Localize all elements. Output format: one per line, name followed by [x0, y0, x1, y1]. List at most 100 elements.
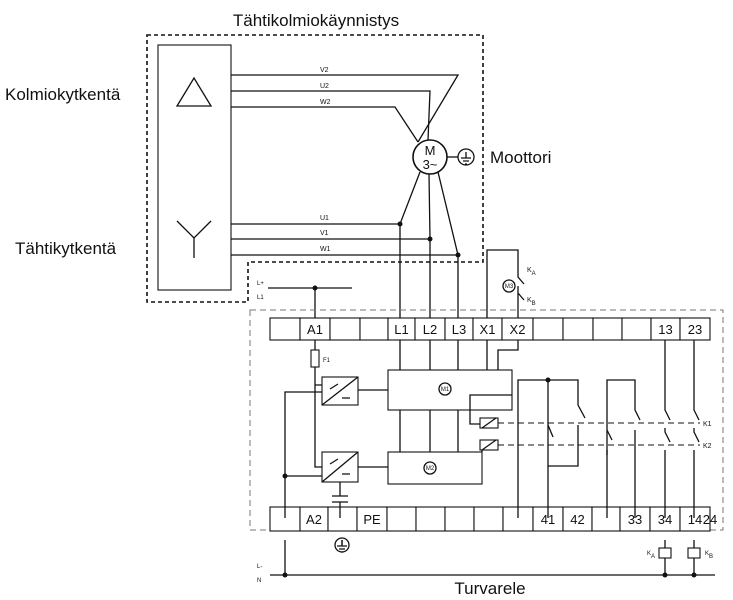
bottom-terminal-blank-5	[415, 506, 446, 532]
bottom-terminal-A2	[299, 506, 329, 532]
ka-kb-contacts	[517, 268, 525, 306]
fuse-f1	[310, 349, 320, 368]
kb-label: KB	[527, 297, 536, 307]
bottom-terminal-blank-7	[473, 506, 504, 532]
coil-kb	[687, 547, 701, 559]
bottom-terminal-blank-6	[444, 506, 475, 532]
supply-n-label: N	[257, 578, 261, 584]
coil-k1-slash	[481, 417, 497, 429]
star-connection-label: Tähtikytkentä	[15, 239, 117, 258]
junction-n-ka	[662, 572, 668, 578]
pe-capacitor	[332, 482, 348, 518]
x-internal-lines	[486, 340, 519, 370]
top-terminal-blank-3	[359, 317, 389, 341]
wire-w2	[231, 106, 419, 143]
a2-return	[284, 391, 322, 518]
motor-label: Moottori	[490, 148, 551, 167]
contacts-33-34	[606, 379, 641, 518]
bottom-terminal-blank-2	[327, 506, 358, 532]
converter-wiring	[314, 384, 388, 468]
star-symbol	[176, 220, 212, 258]
junction-a2	[282, 473, 288, 479]
pe-earth-icon-lines	[337, 540, 347, 553]
bottom-terminal-blank-11	[591, 506, 621, 532]
wire-v1-label: V1	[320, 230, 329, 237]
top-terminal-blank-10	[562, 317, 594, 341]
top-terminal-label-L2: L2	[423, 322, 437, 337]
motor-enclosure	[146, 34, 484, 303]
coil-ka	[658, 547, 672, 559]
contacts-23-24	[693, 340, 700, 518]
top-terminal-blank-12	[621, 317, 652, 341]
logic-block-m2	[387, 451, 483, 485]
relay-enclosure	[249, 309, 724, 531]
bottom-terminal-label-14: 14	[688, 512, 702, 527]
feedback-loop	[486, 249, 519, 318]
top-terminal-blank-2	[329, 317, 361, 341]
top-terminal-label-13: 13	[658, 322, 672, 337]
top-terminal-blank-0	[269, 317, 301, 341]
bottom-terminal-label-33: 33	[628, 512, 642, 527]
top-terminal-blank-9	[532, 317, 564, 341]
top-terminal-label-X2: X2	[510, 322, 526, 337]
bottom-terminal-14	[679, 506, 711, 532]
bottom-terminal-label-A2: A2	[306, 512, 322, 527]
top-terminal-label-L1: L1	[394, 322, 408, 337]
wire-w1	[231, 171, 459, 256]
top-terminal-label-A1: A1	[307, 322, 323, 337]
ka-label: KA	[527, 267, 536, 277]
delta-connection-label: Kolmiokytkentä	[5, 85, 121, 104]
contacts-13-14	[664, 340, 671, 518]
wire-u1-label: U1	[320, 215, 329, 222]
top-terminal-blank-11	[592, 317, 623, 341]
k1-label: K1	[703, 421, 712, 428]
safety-relay-label: Turvarele	[454, 579, 525, 598]
wire-w2-label: W2	[320, 99, 331, 106]
bottom-terminal-label-34: 34	[658, 512, 672, 527]
earth-icon	[457, 148, 475, 166]
earth-icon-lines	[461, 152, 471, 165]
converter-bottom-symbol	[321, 451, 359, 483]
top-terminal-label-L3: L3	[452, 322, 466, 337]
bottom-terminal-label-24: 24	[703, 512, 717, 527]
bottom-terminal-label-PE: PE	[363, 512, 381, 527]
wire-w1-label: W1	[320, 246, 331, 253]
m3-coil	[502, 279, 516, 293]
m1-symbol	[438, 382, 452, 396]
bottom-terminal-label-41: 41	[541, 512, 555, 527]
top-terminal-label-23: 23	[688, 322, 702, 337]
motor-symbol-m: M	[425, 143, 436, 158]
supply-l1-label: L1	[257, 295, 264, 301]
fuse-f1-label: F1	[323, 358, 331, 364]
wire-u2	[231, 90, 431, 141]
converter-top-symbol	[321, 376, 359, 406]
delta-symbol	[175, 76, 213, 107]
junction-41-42	[545, 377, 551, 383]
motor-symbol-phase: 3~	[423, 157, 438, 172]
coil-ka-label: KA	[647, 551, 655, 560]
m2-symbol	[423, 461, 437, 475]
mechanical-linkage	[498, 422, 700, 446]
contacts-41-42	[517, 379, 586, 518]
logic-block-m1	[387, 369, 513, 411]
motor-feed-lines	[399, 224, 459, 318]
bottom-terminal-42	[562, 506, 593, 532]
bottom-terminal-blank-4	[386, 506, 417, 532]
contact-41-nc	[547, 424, 554, 438]
wire-v2	[231, 74, 460, 143]
top-terminal-label-X1: X1	[480, 322, 496, 337]
output-leads	[664, 540, 695, 575]
m1-label: M1	[441, 387, 450, 393]
m3-label: M3	[505, 284, 514, 290]
contact-33-extra	[606, 429, 613, 455]
supply-lminus-label: L-	[257, 564, 262, 570]
wire-v2-label: V2	[320, 67, 329, 74]
m2-label: M2	[426, 466, 435, 472]
coil-kb-label: KB	[705, 551, 713, 560]
top-terminal-23	[679, 317, 711, 341]
supply-n-line	[270, 540, 715, 576]
top-terminal-strip: A1 L1 L2 L3 X1 X2 13 23	[269, 317, 711, 341]
bottom-terminal-label-42: 42	[570, 512, 584, 527]
